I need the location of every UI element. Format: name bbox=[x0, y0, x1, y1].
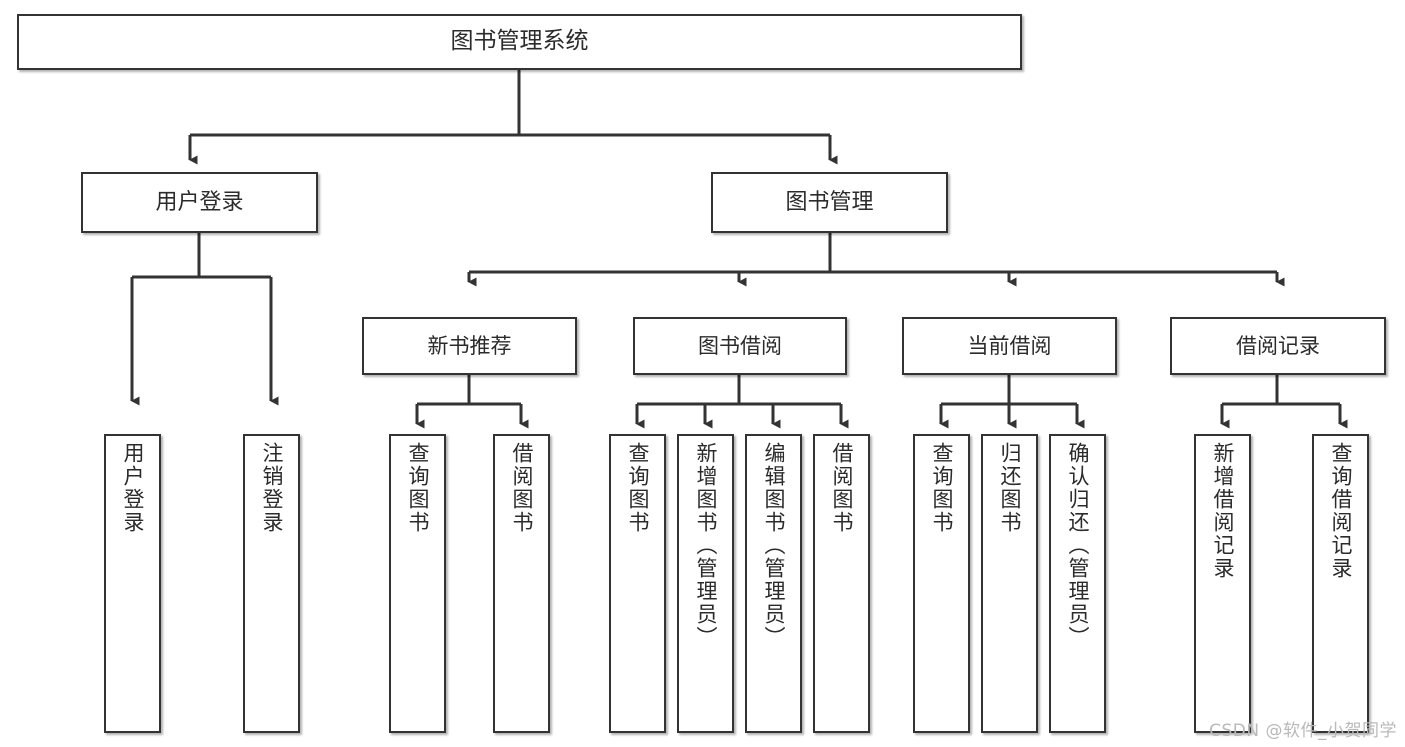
node-leaf-add-book[interactable]: 新增图书（管理员） bbox=[677, 434, 734, 733]
node-leaf-add-book-label: 新增图书（管理员） bbox=[694, 442, 718, 649]
node-leaf-query-book-2[interactable]: 查询图书 bbox=[609, 434, 666, 733]
node-leaf-user-login[interactable]: 用户登录 bbox=[104, 434, 161, 733]
node-leaf-query-book-1-label: 查询图书 bbox=[406, 442, 430, 534]
node-leaf-confirm-return[interactable]: 确认归还（管理员） bbox=[1049, 434, 1106, 733]
node-leaf-return-book[interactable]: 归还图书 bbox=[981, 434, 1038, 733]
node-leaf-logout[interactable]: 注销登录 bbox=[243, 434, 300, 733]
node-root-label: 图书管理系统 bbox=[450, 28, 589, 55]
node-leaf-confirm-return-label: 确认归还（管理员） bbox=[1066, 442, 1090, 649]
node-leaf-edit-book-label: 编辑图书（管理员） bbox=[762, 442, 786, 649]
node-root[interactable]: 图书管理系统 bbox=[17, 14, 1022, 70]
node-leaf-return-book-label: 归还图书 bbox=[998, 442, 1022, 534]
node-leaf-query-book-2-label: 查询图书 bbox=[626, 442, 650, 534]
node-current-borrow[interactable]: 当前借阅 bbox=[902, 317, 1117, 375]
node-leaf-add-record-label: 新增借阅记录 bbox=[1211, 442, 1235, 580]
node-leaf-logout-label: 注销登录 bbox=[260, 442, 284, 534]
node-current-borrow-label: 当前借阅 bbox=[967, 333, 1052, 358]
node-new-book-rec[interactable]: 新书推荐 bbox=[362, 317, 577, 375]
node-leaf-query-book-3[interactable]: 查询图书 bbox=[913, 434, 970, 733]
watermark-text: CSDN @软件_小贺同学 bbox=[1209, 721, 1397, 741]
node-borrow-record-label: 借阅记录 bbox=[1236, 333, 1320, 358]
node-leaf-user-login-label: 用户登录 bbox=[121, 442, 145, 534]
node-leaf-query-record[interactable]: 查询借阅记录 bbox=[1312, 434, 1369, 733]
node-leaf-add-record[interactable]: 新增借阅记录 bbox=[1194, 434, 1251, 733]
node-book-borrow[interactable]: 图书借阅 bbox=[633, 317, 847, 375]
node-leaf-edit-book[interactable]: 编辑图书（管理员） bbox=[745, 434, 802, 733]
node-borrow-record[interactable]: 借阅记录 bbox=[1170, 317, 1386, 375]
node-new-book-rec-label: 新书推荐 bbox=[427, 333, 512, 358]
node-user-login-label: 用户登录 bbox=[155, 189, 244, 215]
node-book-manage-label: 图书管理 bbox=[785, 189, 874, 215]
node-user-login[interactable]: 用户登录 bbox=[81, 172, 318, 233]
node-leaf-query-book-3-label: 查询图书 bbox=[930, 442, 954, 534]
node-leaf-borrow-book-1[interactable]: 借阅图书 bbox=[493, 434, 550, 733]
node-leaf-query-record-label: 查询借阅记录 bbox=[1329, 442, 1353, 580]
node-leaf-borrow-book-1-label: 借阅图书 bbox=[510, 442, 534, 534]
node-book-borrow-label: 图书借阅 bbox=[698, 333, 782, 358]
node-leaf-borrow-book-2-label: 借阅图书 bbox=[830, 442, 854, 534]
node-leaf-query-book-1[interactable]: 查询图书 bbox=[389, 434, 446, 733]
node-leaf-borrow-book-2[interactable]: 借阅图书 bbox=[813, 434, 870, 733]
node-book-manage[interactable]: 图书管理 bbox=[711, 172, 948, 233]
